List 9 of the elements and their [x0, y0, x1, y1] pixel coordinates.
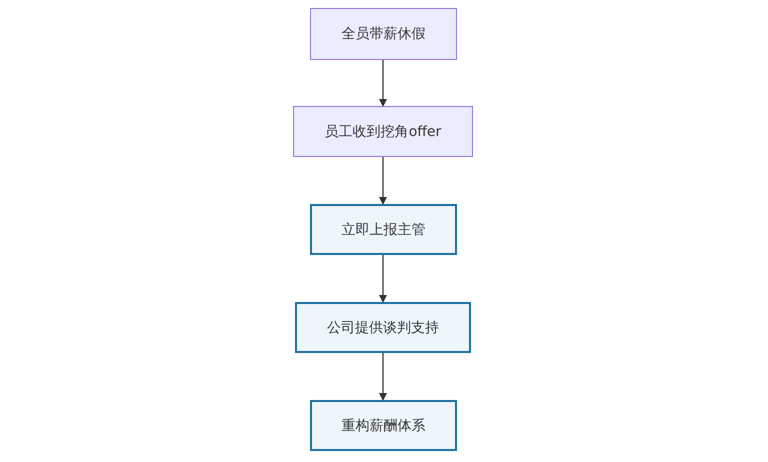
arrow — [379, 353, 387, 401]
process-box: 公司提供谈判支持 — [295, 302, 471, 353]
process-box: 员工收到挖角offer — [293, 106, 473, 157]
arrow — [379, 255, 387, 303]
process-box: 立即上报主管 — [310, 204, 457, 255]
arrow — [379, 60, 387, 107]
process-box: 全员带薪休假 — [310, 8, 457, 60]
arrow — [379, 157, 387, 205]
process-box: 重构薪酬体系 — [310, 400, 457, 451]
